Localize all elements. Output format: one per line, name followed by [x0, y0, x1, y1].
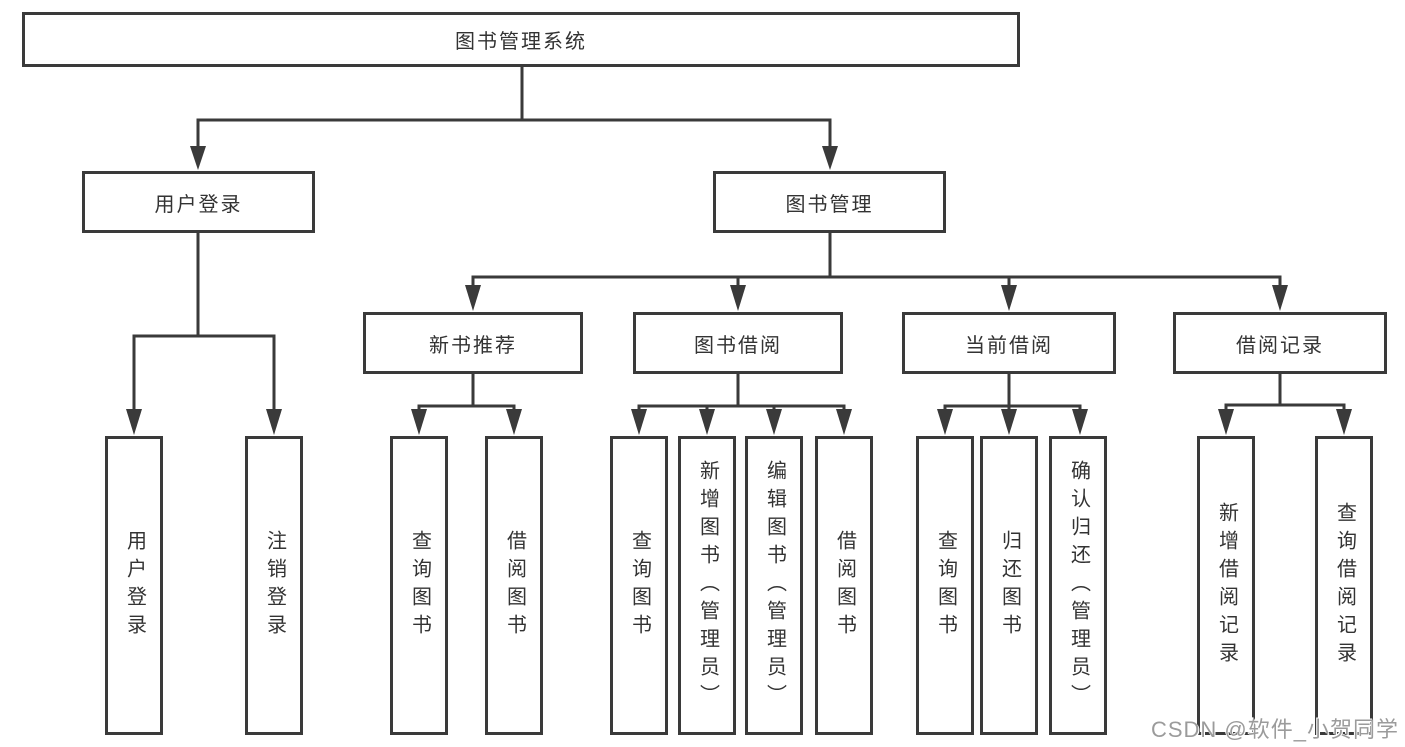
leaf-new-books-query: 查询图书 [390, 436, 448, 735]
node-book-borrow-label: 图书借阅 [694, 334, 782, 357]
leaf-return-books-label: 归还图书 [998, 529, 1021, 642]
node-user-login: 用户登录 [82, 171, 315, 233]
connector-user-login-to-leaves [126, 233, 282, 435]
node-borrow-records: 借阅记录 [1173, 312, 1387, 374]
csdn-watermark: CSDN @软件_小贺同学 [1150, 717, 1399, 742]
leaf-logout: 注销登录 [245, 436, 303, 735]
leaf-return-books: 归还图书 [980, 436, 1038, 735]
connector-book-mgmt-to-level3 [465, 233, 1288, 311]
leaf-new-books-borrow: 借阅图书 [485, 436, 543, 735]
leaf-add-books-admin: 新增图书（管理员） [678, 436, 736, 735]
node-book-management: 图书管理 [713, 171, 946, 233]
node-user-login-label: 用户登录 [154, 193, 243, 216]
leaf-current-query-books: 查询图书 [916, 436, 974, 735]
node-book-borrow: 图书借阅 [633, 312, 843, 374]
leaf-borrow-query-books: 查询图书 [610, 436, 668, 735]
leaf-new-books-borrow-label: 借阅图书 [503, 529, 526, 642]
leaf-query-borrow-record: 查询借阅记录 [1315, 436, 1373, 735]
leaf-user-login-label: 用户登录 [123, 529, 146, 642]
leaf-logout-label: 注销登录 [263, 529, 286, 642]
leaf-query-borrow-record-label: 查询借阅记录 [1333, 501, 1356, 670]
leaf-current-query-books-label: 查询图书 [934, 529, 957, 642]
leaf-borrow-books-label: 借阅图书 [833, 529, 856, 642]
node-current-borrow: 当前借阅 [902, 312, 1116, 374]
node-new-book-recommend: 新书推荐 [363, 312, 583, 374]
leaf-edit-books-admin: 编辑图书（管理员） [745, 436, 803, 735]
connector-new-books-to-leaves [411, 374, 522, 435]
leaf-add-borrow-record: 新增借阅记录 [1197, 436, 1255, 735]
connector-book-borrow-to-leaves [631, 374, 852, 435]
leaf-new-books-query-label: 查询图书 [408, 529, 431, 642]
node-borrow-records-label: 借阅记录 [1236, 334, 1324, 357]
connector-current-borrow-to-leaves [937, 374, 1088, 435]
node-current-borrow-label: 当前借阅 [965, 334, 1053, 357]
leaf-borrow-query-books-label: 查询图书 [628, 529, 651, 642]
connector-root-to-level2 [190, 67, 838, 170]
leaf-edit-books-admin-label: 编辑图书（管理员） [763, 459, 786, 712]
leaf-borrow-books: 借阅图书 [815, 436, 873, 735]
node-root-system: 图书管理系统 [22, 12, 1020, 67]
leaf-confirm-return-admin-label: 确认归还（管理员） [1067, 459, 1090, 712]
node-root-system-label: 图书管理系统 [455, 31, 587, 53]
connector-borrow-records-to-leaves [1218, 374, 1352, 435]
leaf-user-login: 用户登录 [105, 436, 163, 735]
leaf-add-borrow-record-label: 新增借阅记录 [1215, 501, 1238, 670]
node-book-management-label: 图书管理 [785, 193, 874, 216]
leaf-add-books-admin-label: 新增图书（管理员） [696, 459, 719, 712]
node-new-book-recommend-label: 新书推荐 [429, 334, 517, 357]
leaf-confirm-return-admin: 确认归还（管理员） [1049, 436, 1107, 735]
